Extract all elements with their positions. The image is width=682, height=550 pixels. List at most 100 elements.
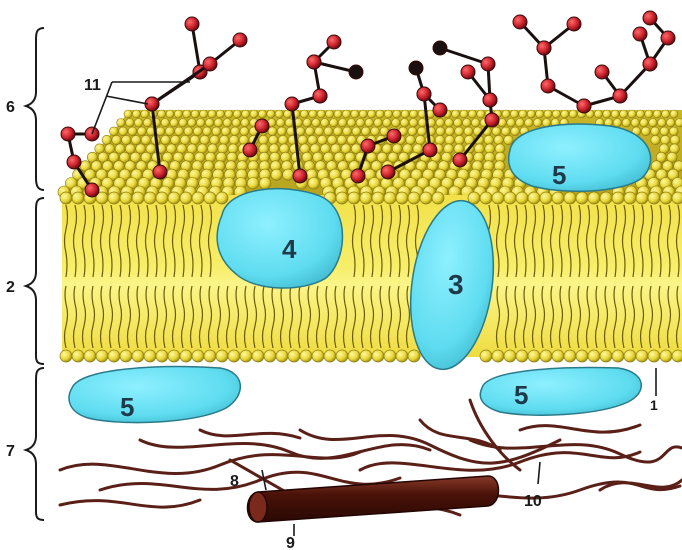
glycan-stalk: [520, 22, 584, 106]
lipid-head: [60, 192, 72, 204]
lipid-head: [372, 192, 384, 204]
lipid-head: [267, 110, 275, 118]
label-1: 1: [650, 397, 658, 413]
lipid-head: [305, 127, 314, 136]
lipid-head: [225, 110, 233, 118]
lipid-head: [484, 135, 493, 144]
lipid-head: [112, 135, 121, 144]
lipid-head: [141, 135, 150, 144]
lipid-head: [519, 110, 527, 118]
lipid-head: [122, 135, 131, 144]
lipid-head: [102, 135, 111, 144]
fiber: [60, 452, 360, 474]
lipid-head: [343, 127, 352, 136]
lipid-head: [308, 135, 317, 144]
lipid-head: [193, 127, 202, 136]
lipid-head: [168, 350, 180, 362]
glycan-node: [153, 165, 167, 179]
lipid-head: [492, 127, 501, 136]
lipid-head: [636, 192, 648, 204]
lipid-head: [318, 135, 327, 144]
lipid-head: [516, 350, 528, 362]
lipid-head: [183, 110, 191, 118]
glycan-node: [351, 169, 365, 183]
lipid-head: [190, 135, 199, 144]
lipid-head: [374, 119, 382, 127]
lipid-head: [204, 350, 216, 362]
lipid-head: [72, 350, 84, 362]
lipid-head: [645, 110, 653, 118]
lipid-head: [383, 119, 391, 127]
glycan-node: [255, 119, 269, 133]
lipid-head: [240, 127, 249, 136]
lipid-head: [384, 110, 392, 118]
glycan-node: [185, 17, 199, 31]
label-5-bottom-left: 5: [120, 392, 134, 422]
glycan-node: [643, 11, 657, 25]
lipid-head: [192, 350, 204, 362]
lipid-head: [648, 350, 660, 362]
lipid-head: [504, 192, 516, 204]
lipid-head: [351, 110, 359, 118]
lipid-head: [259, 135, 268, 144]
lipid-head: [510, 110, 518, 118]
glycan-node: [307, 55, 321, 69]
lipid-head: [200, 135, 209, 144]
protein-5-bottom-right: [480, 368, 641, 416]
glycan-node: [243, 143, 257, 157]
glycan-node: [381, 165, 395, 179]
glycan-node: [67, 155, 81, 169]
lipid-head: [536, 110, 544, 118]
lipid-head: [628, 110, 636, 118]
lipid-head: [232, 119, 240, 127]
lipid-head: [288, 350, 300, 362]
glycan-node: [433, 41, 447, 55]
lipid-head: [296, 127, 305, 136]
lipid-head: [300, 110, 308, 118]
lipid-head: [527, 110, 535, 118]
lipid-head: [641, 127, 650, 136]
lipid-head: [528, 350, 540, 362]
glycan-stalk: [152, 64, 210, 104]
lipid-head: [161, 135, 170, 144]
glycan-node: [61, 127, 75, 141]
lipid-head: [675, 119, 682, 127]
lipid-head: [223, 119, 231, 127]
lipid-head: [594, 110, 602, 118]
lipid-head: [468, 110, 476, 118]
lipid-head: [376, 110, 384, 118]
brace-6: [26, 28, 44, 190]
lipid-head: [672, 350, 682, 362]
lipid-head: [252, 350, 264, 362]
glycan-node: [595, 65, 609, 79]
label-4: 4: [282, 234, 297, 264]
lipid-head: [494, 135, 503, 144]
lipid-head: [660, 127, 669, 136]
label-5-bottom-right: 5: [514, 380, 528, 410]
lipid-head: [636, 350, 648, 362]
fiber: [60, 500, 200, 507]
lipid-head: [576, 192, 588, 204]
lipid-head: [141, 110, 149, 118]
lipid-head: [192, 192, 204, 204]
glycan-node: [313, 89, 327, 103]
lipid-head: [588, 350, 600, 362]
lipid-head: [396, 192, 408, 204]
protein-4: [217, 189, 342, 288]
glycan-node: [537, 41, 551, 55]
lipid-head: [326, 110, 334, 118]
lipid-head: [324, 127, 333, 136]
lipid-head: [179, 119, 187, 127]
lipid-head: [540, 350, 552, 362]
lipid-head: [552, 110, 560, 118]
lipid-head: [384, 192, 396, 204]
lipid-head: [371, 127, 380, 136]
lipid-head: [401, 110, 409, 118]
lipid-head: [432, 192, 444, 204]
lipid-head: [588, 192, 600, 204]
lipid-head: [136, 144, 146, 154]
glycan-node: [285, 97, 299, 111]
lipid-head: [275, 110, 283, 118]
lipid-head: [221, 127, 230, 136]
